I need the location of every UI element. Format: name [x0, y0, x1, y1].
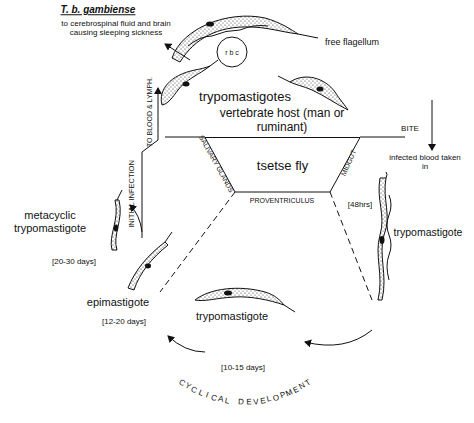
stage-label: trypomastigote — [394, 226, 463, 238]
node-label: tsetse fly — [257, 158, 308, 173]
duration-label: [20-30 days] — [52, 257, 96, 266]
stage-label: metacyclic trypomastigote — [8, 209, 92, 234]
route-label: BITE — [401, 124, 419, 133]
stage-label: trypomastigote — [196, 310, 268, 323]
node-text-holder: r b c — [216, 36, 248, 68]
route-label: INITIAL INFECTION — [128, 160, 137, 228]
host-label: vertebrate host (man or ruminant) — [217, 107, 347, 135]
route-label: TO BLOOD & LYMPH. — [146, 77, 154, 147]
part-label: free flagellum — [325, 37, 379, 47]
stage-label: trypomastigotes — [199, 90, 291, 105]
duration-label: [48hrs] — [348, 200, 372, 209]
organ-label: PROVENTRICULUS — [250, 197, 315, 205]
duration-label: [12-20 days] — [102, 317, 146, 326]
node-label: r b c — [225, 49, 239, 56]
duration-label: [10-15 days] — [221, 363, 265, 372]
rbc-circle: r b c — [216, 36, 248, 68]
species-name: T. b. gambiense — [61, 4, 136, 16]
note-text: infected blood taken in — [389, 153, 461, 171]
stage-label: epimastigote — [87, 296, 149, 309]
note-text: to cerebrospinal fluid and brain causing… — [48, 19, 184, 37]
